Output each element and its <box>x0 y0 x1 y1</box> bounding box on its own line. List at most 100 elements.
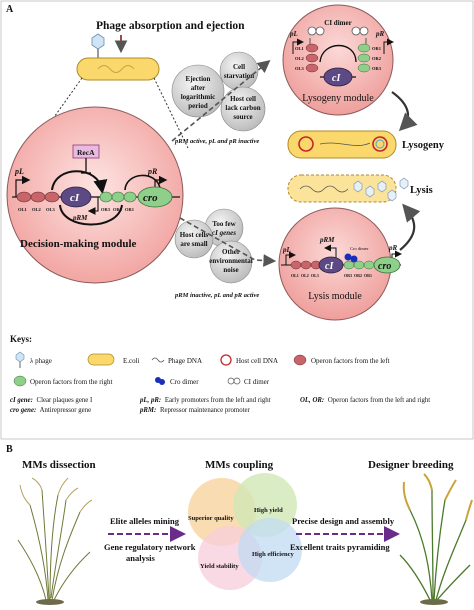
def-pl-pr: pL, pR: Early promoters from the left an… <box>139 397 271 404</box>
decision-module-title: Decision-making module <box>20 238 137 250</box>
lysogeny-ecoli-cell <box>288 131 396 158</box>
lysogeny-dimer-label: CI dimer <box>324 19 351 27</box>
lysis-cro-dimer-label: Cro dimer <box>350 246 369 251</box>
top-title: Phage absorption and ejection <box>96 20 245 32</box>
svg-text:are small: are small <box>180 240 207 248</box>
key-phage-dna-icon <box>152 358 164 362</box>
rice-left-roots <box>36 599 64 605</box>
key-ecoli-label: E.coli <box>123 357 140 365</box>
lysis-ol2: OL2 <box>301 273 309 278</box>
starvation-bubble: Cell starvation <box>220 52 258 90</box>
svg-text:after: after <box>191 84 205 92</box>
grn-label-line1: Gene regulatory network <box>104 542 196 552</box>
key-phage-label: λ phage <box>30 357 52 365</box>
trait-high-efficiency: High efficiency <box>252 551 294 558</box>
lysis-pr: pR <box>388 244 398 252</box>
lysogeny-pl: pL <box>289 30 298 38</box>
mms-coupling-title: MMs coupling <box>205 459 274 471</box>
lysogeny-ol3: OL3 <box>295 66 305 71</box>
key-host-dna-icon <box>221 355 231 365</box>
key-left-operon-icon <box>294 355 306 365</box>
reca-label: RecA <box>77 148 95 157</box>
trait-high-yield: High yield <box>254 507 283 514</box>
precise-design-label: Precise design and assembly <box>292 516 395 526</box>
lysogeny-ol1: OL1 <box>295 46 305 51</box>
key-ci-dimer-label: CI dimer <box>244 378 270 386</box>
key-phage-dna-label: Phage DNA <box>168 357 202 365</box>
lysis-caption: pRM inactive, pL and pR active <box>174 292 259 299</box>
venn-diagram <box>188 473 302 590</box>
arrow-lysogeny-outcome <box>392 92 408 128</box>
lysis-or1: OR1 <box>364 273 372 278</box>
trait-yield-stability: Yield stability <box>200 563 239 570</box>
rice-right-roots <box>420 599 448 605</box>
decision-prm: pRM <box>72 214 88 222</box>
svg-text:lack carbon: lack carbon <box>225 104 260 112</box>
decision-ol1: OL1 <box>18 207 28 212</box>
key-ecoli-icon <box>88 354 114 365</box>
rice-plant-left <box>18 478 92 600</box>
elite-alleles-label: Elite alleles mining <box>110 516 180 526</box>
lysogeny-or2: OR2 <box>372 56 382 61</box>
lysis-prm: pRM <box>319 236 335 244</box>
excellent-traits-label: Excellent traits pyramiding <box>290 542 390 552</box>
panel-a-letter: A <box>6 4 14 15</box>
key-ci-dimer-icon <box>228 378 240 384</box>
decision-cro-label: cro <box>143 192 158 204</box>
lysogeny-right-operons <box>358 44 370 72</box>
designer-breeding-title: Designer breeding <box>368 459 454 471</box>
lysis-label: Lysis <box>410 185 433 196</box>
svg-text:source: source <box>233 113 252 121</box>
svg-text:starvation: starvation <box>224 72 254 80</box>
lysogeny-or3: OR3 <box>372 66 382 71</box>
decision-right-operons <box>100 192 136 202</box>
lysogeny-caption: pRM active, pL and pR inactive <box>174 138 259 145</box>
key-cro-dimer-label: Cro dimer <box>170 378 199 386</box>
carbon-bubble: Host cell lack carbon source <box>221 87 265 131</box>
small-bubble: Host cells are small <box>175 220 213 258</box>
lysis-or3: OR3 <box>344 273 352 278</box>
def-ol-or: OL, OR: Operon factors from the left and… <box>300 397 430 404</box>
decision-or1: OR1 <box>125 207 135 212</box>
lysis-cro-label: cro <box>378 261 391 272</box>
svg-text:period: period <box>188 102 208 110</box>
lysis-ecoli-cell <box>288 175 408 202</box>
decision-ol2: OL2 <box>32 207 42 212</box>
key-right-operon-label: Operon factors from the right <box>30 378 112 386</box>
decision-or2: OR2 <box>113 207 123 212</box>
lysis-module-title: Lysis module <box>308 291 362 302</box>
lysis-right-operons <box>344 261 374 269</box>
panel-b-letter: B <box>6 444 13 455</box>
key-cro-dimer-icon <box>155 377 165 385</box>
key-left-operon-label: Operon factors from the left <box>311 357 390 365</box>
lysogeny-ci-label: cI <box>332 73 341 84</box>
ejection-bubble: Ejection after logarithmic period <box>172 65 224 117</box>
decision-left-operons <box>17 192 59 202</box>
lysis-left-operons <box>291 261 321 269</box>
lysis-ol1: OL1 <box>291 273 299 278</box>
key-host-dna-label: Host cell DNA <box>236 357 278 365</box>
svg-text:Ejection: Ejection <box>186 75 211 83</box>
grn-label-line2: analysis <box>126 553 156 563</box>
decision-ol3: OL3 <box>46 207 56 212</box>
mms-dissection-title: MMs dissection <box>22 459 96 471</box>
decision-pr: pR <box>147 167 158 176</box>
lysogeny-module-title: Lysogeny module <box>302 93 374 104</box>
top-ecoli-cell <box>77 58 159 80</box>
decision-ci-label: cI <box>70 192 80 204</box>
lysogeny-or1: OR1 <box>372 46 382 51</box>
rice-plant-right <box>400 474 472 600</box>
lysogeny-left-operons <box>306 44 318 72</box>
arrow-lysis-outcome <box>400 207 414 250</box>
key-phage-icon <box>16 352 24 368</box>
lysogeny-pr: pR <box>375 30 385 38</box>
lysis-pl: pL <box>282 246 291 254</box>
svg-text:environmental: environmental <box>209 257 252 265</box>
trait-superior-quality: Superior quality <box>188 515 234 522</box>
lysis-or2: OR2 <box>354 273 362 278</box>
svg-text:noise: noise <box>223 266 238 274</box>
decision-pl: pL <box>14 167 24 176</box>
lysogeny-ol2: OL2 <box>295 56 305 61</box>
